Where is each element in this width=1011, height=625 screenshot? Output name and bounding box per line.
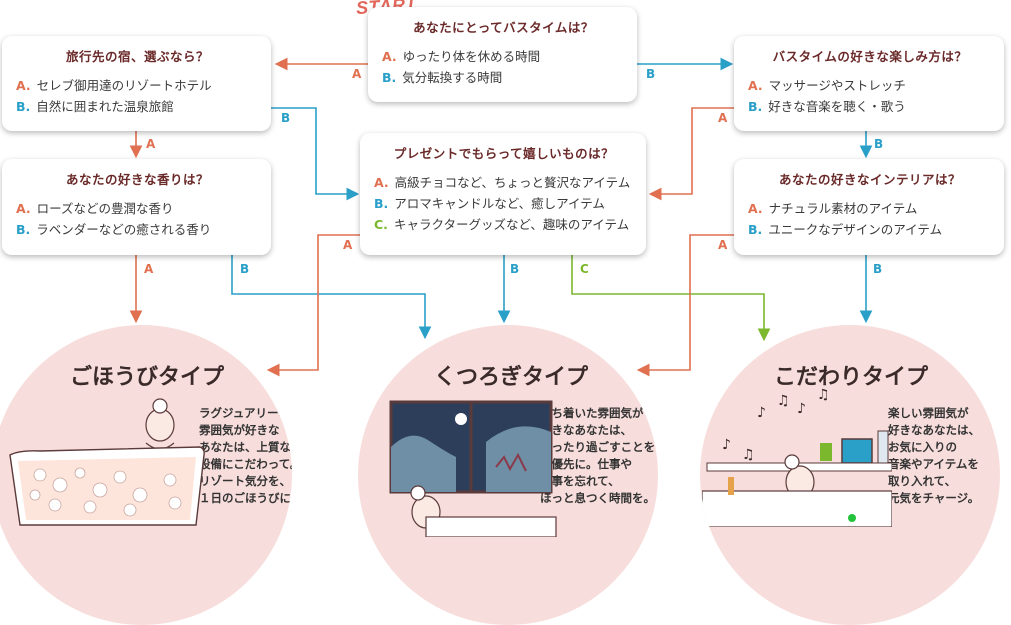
option-c: C.キャラクターグッズなど、趣味のアイテム	[374, 217, 630, 232]
edge-label-interior-a: A	[718, 238, 728, 252]
flow-connectors	[129, 57, 873, 377]
edge-scent-b	[231, 255, 432, 340]
edge-label-enjoy-b: B	[874, 137, 884, 151]
music-note-icon: ♫	[777, 393, 790, 409]
result-gohoubi: ごほうびタイプ ラグジュアリーな 雰囲気が好きな あなたは、上質な 設備にこだわ…	[0, 325, 292, 625]
option-b: B.アロマキャンドルなど、癒しアイテム	[374, 196, 605, 211]
question-bathtime: あなたにとってバスタイムは？ A.ゆったり体を休める時間 B.気分転換する時間	[368, 7, 637, 102]
edge-travel-b	[271, 107, 360, 201]
question-title: 旅行先の宿、選ぶなら？	[65, 49, 209, 64]
result-kodawari: こだわりタイプ 楽しい雰囲気が 好きなあなたは、 お気に入りの 音楽やアイテムを…	[700, 325, 1000, 625]
edge-label-start-a: A	[352, 67, 362, 81]
edge-label-scent-b: B	[240, 262, 250, 276]
result-kutsurogi: くつろぎタイプ 落ち着いた雰囲気が 好きなあなたは、 ゆったり過ごすことを 最優…	[358, 325, 658, 625]
option-a: A.ゆったり体を休める時間	[382, 49, 541, 64]
option-b: B.自然に囲まれた温泉旅館	[16, 99, 174, 114]
question-title: あなたにとってバスタイムは？	[413, 20, 594, 35]
music-note-icon: ♪	[757, 405, 766, 421]
result-description: 楽しい雰囲気が 好きなあなたは、 お気に入りの 音楽やアイテムを 取り入れて、 …	[888, 406, 980, 505]
result-description: 落ち着いた雰囲気が 好きなあなたは、 ゆったり過ごすことを 最優先に。仕事や 家…	[540, 406, 656, 505]
question-title: バスタイムの好きな楽しみ方は？	[772, 49, 968, 64]
option-a: A.ナチュラル素材のアイテム	[748, 201, 918, 216]
edge-interior-a	[636, 234, 734, 377]
result-title: くつろぎタイプ	[434, 364, 589, 390]
edge-label-present-c: C	[580, 262, 589, 276]
music-note-icon: ♫	[742, 447, 755, 463]
result-title: こだわりタイプ	[774, 364, 929, 390]
bath-music-illustration: ♪ ♫ ♪ ♫ ♪ ♫	[702, 387, 892, 527]
result-title: ごほうびタイプ	[70, 364, 225, 390]
question-scent: あなたの好きな香りは？ A.ローズなどの豊潤な香り B.ラベンダーなどの癒される…	[2, 159, 271, 255]
question-present: プレゼントでもらって嬉しいものは？ A.高級チョコなど、ちょっと贅沢なアイテム …	[360, 133, 646, 255]
edge-label-start-b: B	[646, 67, 656, 81]
edge-present-a	[266, 234, 360, 377]
question-title: プレゼントでもらって嬉しいものは？	[393, 146, 615, 161]
question-title: あなたの好きなインテリアは？	[778, 172, 961, 187]
question-travel: 旅行先の宿、選ぶなら？ A.セレブ御用達のリゾートホテル B.自然に囲まれた温泉…	[2, 36, 271, 131]
music-note-icon: ♪	[722, 437, 731, 453]
option-b: B.気分転換する時間	[382, 70, 503, 85]
option-a: A.高級チョコなど、ちょっと贅沢なアイテム	[374, 175, 631, 190]
edge-enjoy-a	[648, 107, 734, 201]
edge-label-travel-b: B	[281, 111, 291, 125]
window-night-illustration	[389, 400, 557, 537]
option-b: B.ユニークなデザインのアイテム	[748, 222, 943, 237]
music-note-icon: ♪	[797, 401, 806, 417]
edge-present-c	[571, 255, 771, 342]
edge-label-interior-b: B	[873, 262, 883, 276]
option-a: A.セレブ御用達のリゾートホテル	[16, 78, 212, 93]
result-description: ラグジュアリーな 雰囲気が好きな あなたは、上質な 設備にこだわって。 リゾート…	[199, 406, 292, 505]
edge-label-enjoy-a: A	[718, 111, 728, 125]
edge-label-travel-a: A	[146, 137, 156, 151]
option-a: A.ローズなどの豊潤な香り	[16, 201, 174, 216]
option-b: B.ラベンダーなどの癒される香り	[16, 222, 212, 237]
option-b: B.好きな音楽を聴く・歌う	[748, 99, 906, 114]
question-interior: あなたの好きなインテリアは？ A.ナチュラル素材のアイテム B.ユニークなデザイ…	[734, 159, 1004, 255]
edge-label-scent-a: A	[144, 262, 154, 276]
option-a: A.マッサージやストレッチ	[748, 78, 906, 93]
question-enjoy: バスタイムの好きな楽しみ方は？ A.マッサージやストレッチ B.好きな音楽を聴く…	[734, 36, 1004, 131]
question-title: あなたの好きな香りは？	[65, 172, 209, 187]
bathtub-woman-illustration	[9, 398, 205, 526]
edge-label-present-b: B	[510, 262, 520, 276]
edge-label-present-a: A	[343, 238, 353, 252]
music-note-icon: ♫	[817, 387, 830, 403]
